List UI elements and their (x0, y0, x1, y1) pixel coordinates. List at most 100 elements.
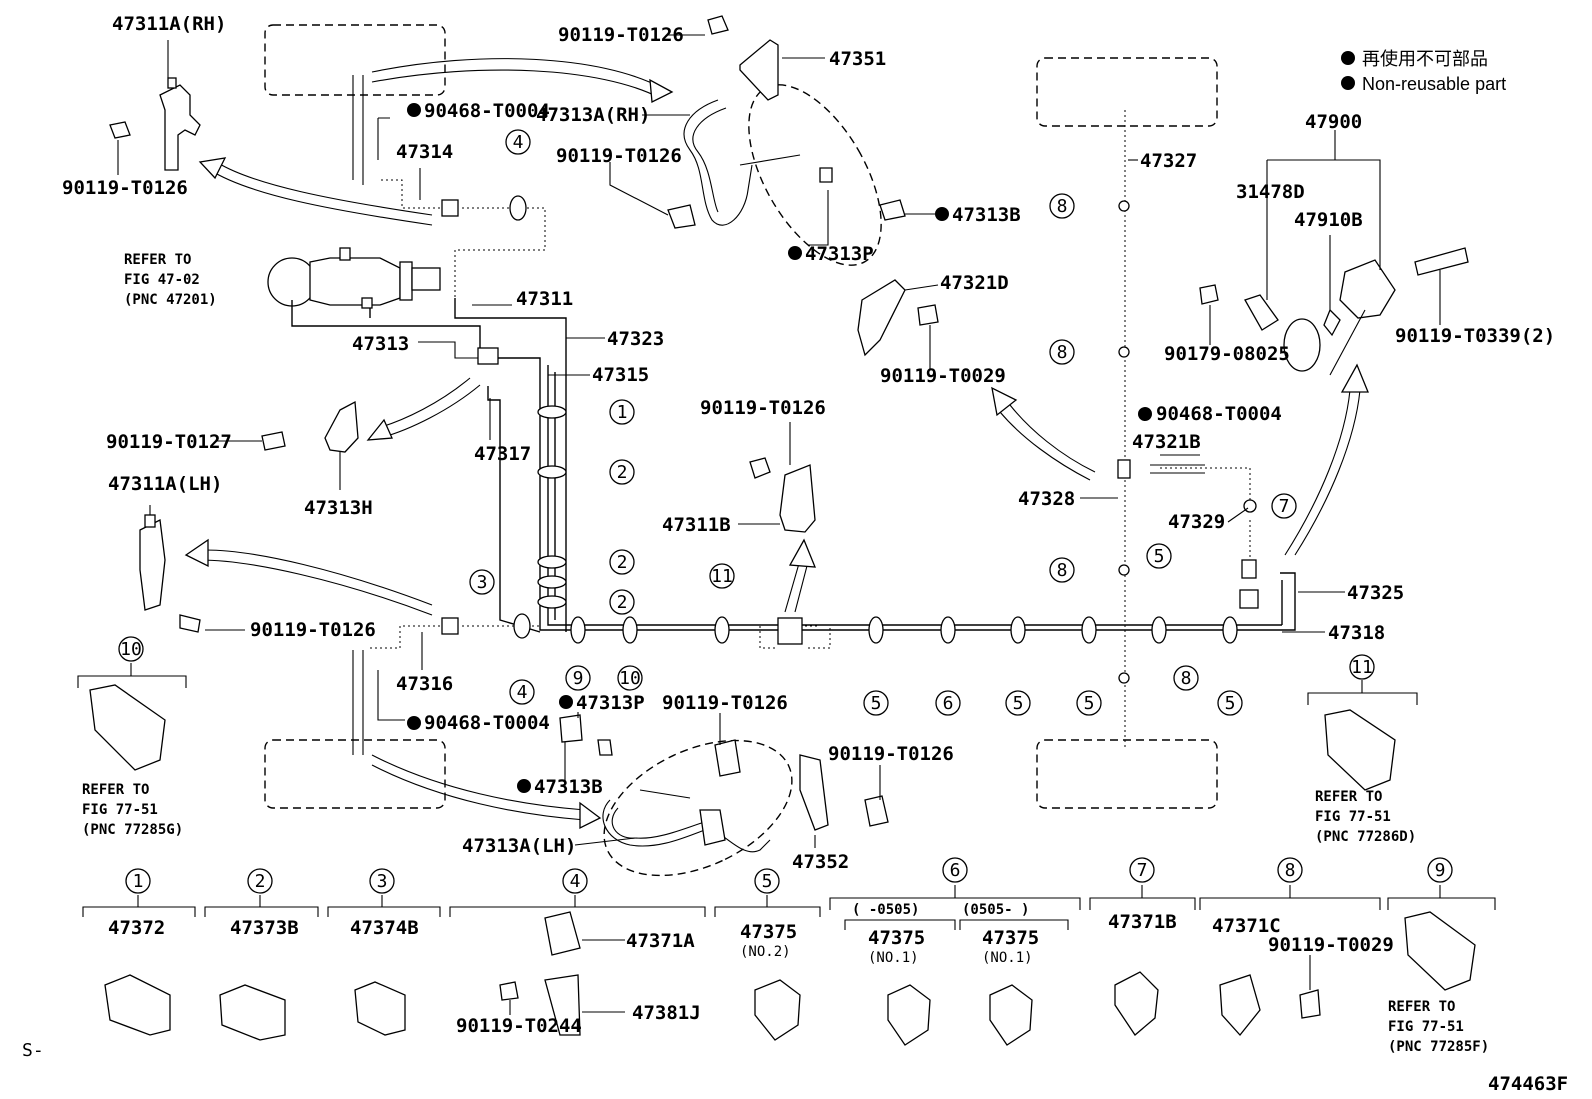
label-90119-t0126: 90119-T0126 (558, 24, 684, 46)
components (109, 15, 1469, 853)
label-90119-t0127: 90119-T0127 (106, 431, 232, 453)
non-reusable-marker (1341, 76, 1355, 90)
diagram-text: 9 (573, 668, 584, 689)
diagram-text: 8 (1057, 342, 1068, 363)
diagram-text: ( -0505) (852, 902, 919, 918)
label-90119-t0029: 90119-T0029 (1268, 934, 1394, 956)
label-90119-t0126: 90119-T0126 (700, 397, 826, 419)
diagram-text: 7 (1137, 860, 1148, 881)
disc-outline-rh (748, 84, 882, 266)
label-47373b: 47373B (230, 917, 299, 939)
diagram-text: (PNC 77285F) (1388, 1039, 1489, 1055)
label-47313: 47313 (352, 333, 409, 355)
label-90468-t0004: 90468-T0004 (1156, 403, 1282, 425)
label-47317: 47317 (474, 443, 531, 465)
label-47313a-lh: 47313A(LH) (462, 835, 576, 857)
diagram-text: 2 (617, 592, 628, 613)
diagram-text: 5 (1084, 693, 1095, 714)
diagram-text: 1 (617, 402, 628, 423)
diagram-text: 8 (1057, 196, 1068, 217)
clip-section-brackets (77, 663, 1496, 930)
legend-en: Non-reusable part (1362, 74, 1506, 94)
label-47910b: 47910B (1294, 209, 1363, 231)
non-reusable-marker (1341, 51, 1355, 65)
label-47375-no1: 47375 (868, 927, 925, 949)
label-47311b: 47311B (662, 514, 731, 536)
diagram-text: 1 (133, 871, 144, 892)
label-90119-t0029: 90119-T0029 (880, 365, 1006, 387)
outline-box-front-lh (264, 739, 446, 809)
diagram-text: (NO.2) (740, 944, 791, 960)
diagram-text: 2 (617, 462, 628, 483)
diagram-text: 3 (477, 572, 488, 593)
legend: 再使用不可部品 Non-reusable part (1341, 49, 1506, 94)
clip-glyphs (89, 684, 1476, 1046)
diagram-text: FIG 77-51 (1315, 809, 1391, 825)
label-47318: 47318 (1328, 622, 1385, 644)
diagram-text: (NO.1) (868, 950, 919, 966)
part-labels: 47311A(RH) 90119-T0126 90119-T0126 4 7 3 5 1… (62, 13, 1555, 1055)
label-47315: 47315 (592, 364, 649, 386)
label-47311a-lh: 47311A(LH) (108, 473, 222, 495)
diagram-text: 4 (517, 682, 528, 703)
label-90468-t0004: 90468-T0004 (424, 712, 550, 734)
callout-circles: 4 1 2 2 3 2 4 9 10 11 5 6 5 5 5 5 8 8 8 … (118, 129, 1453, 894)
diagram-text: 3 (377, 871, 388, 892)
outline-box-rear-bottom (1036, 739, 1218, 809)
label-90119-t0126: 90119-T0126 (250, 619, 376, 641)
diagram-text: 11 (1351, 657, 1373, 678)
flow-arrows (184, 58, 1369, 830)
label-90119-t0339: 90119-T0339(2) (1395, 325, 1555, 347)
label-47316: 47316 (396, 673, 453, 695)
non-reusable-markers (407, 103, 1152, 793)
diagram-text: 2 (617, 552, 628, 573)
diagram-text: 5 (1013, 693, 1024, 714)
label-47311: 47311 (516, 288, 573, 310)
label-47374b: 47374B (350, 917, 419, 939)
diagram-text: (PNC 77285G) (82, 822, 183, 838)
label-47313b: 47313B (952, 204, 1021, 226)
diagram-text: REFER TO (124, 252, 191, 268)
label-47311a-rh: 47311A(RH) (112, 13, 226, 35)
outline-box-front-rh (264, 24, 446, 96)
label-47352: 47352 (792, 851, 849, 873)
diagram-text: (NO.1) (982, 950, 1033, 966)
diagram-text: 8 (1057, 560, 1068, 581)
diagram-text: 10 (120, 639, 142, 660)
label-90179-08025: 90179-08025 (1164, 343, 1290, 365)
label-47321d: 47321D (940, 272, 1009, 294)
diagram-text: 5 (762, 871, 773, 892)
diagram-text: 10 (619, 668, 641, 689)
diagram-text: 5 (871, 693, 882, 714)
label-47313p: 47313P (576, 692, 645, 714)
label-47375-no1: 47375 (982, 927, 1039, 949)
diagram-text: 8 (1181, 668, 1192, 689)
label-47375-no2: 47375 (740, 921, 797, 943)
disc-outline-lh (603, 739, 793, 877)
label-90119-t0126: 90119-T0126 (556, 145, 682, 167)
line-clamps (509, 195, 1257, 684)
diagram-text: 5 (1225, 693, 1236, 714)
diagram-text: (0505- ) (962, 902, 1029, 918)
label-47314: 47314 (396, 141, 453, 163)
label-90119-t0244: 90119-T0244 (456, 1015, 582, 1037)
label-47328: 47328 (1018, 488, 1075, 510)
diagram-text: (PNC 47201) (124, 292, 217, 308)
diagram-text: FIG 47-02 (124, 272, 200, 288)
diagram-text: 2 (255, 871, 266, 892)
label-47313b: 47313B (534, 776, 603, 798)
diagram-text: REFER TO (82, 782, 149, 798)
diagram-text: 5 (1154, 546, 1165, 567)
diagram-text: 9 (1435, 860, 1446, 881)
label-47321b: 47321B (1132, 431, 1201, 453)
diagram-text: 4 (570, 871, 581, 892)
outline-box-rear-top (1036, 57, 1218, 127)
diagram-text: REFER TO (1388, 999, 1455, 1015)
diagram-text: 7 (1279, 496, 1290, 517)
label-47371a: 47371A (626, 930, 695, 952)
brake-lines (291, 75, 1296, 755)
label-47313h: 47313H (304, 497, 373, 519)
label-47327: 47327 (1140, 150, 1197, 172)
label-90119-t0126: 90119-T0126 (828, 743, 954, 765)
